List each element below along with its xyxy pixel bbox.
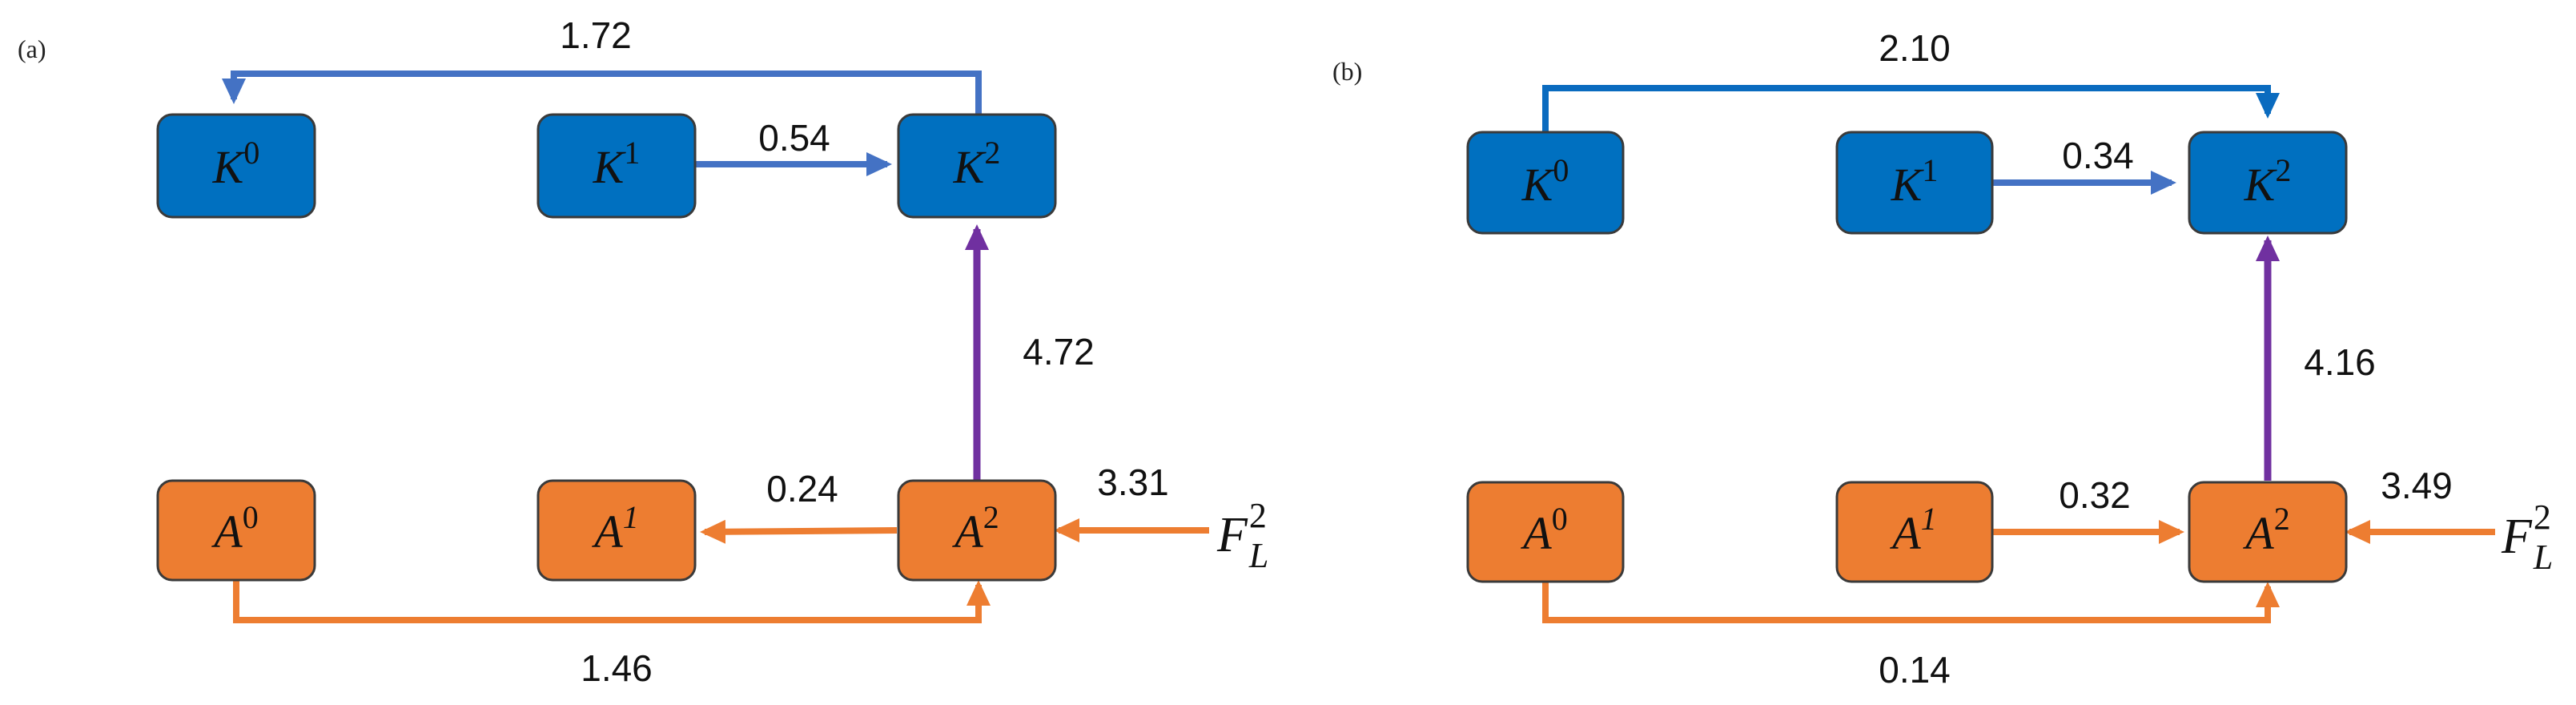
svg-text:A2: A2 (2242, 501, 2289, 559)
svg-text:K2: K2 (953, 135, 1001, 193)
node-a-k0: K0 (156, 113, 316, 219)
edge-a-a0-to-a2 (233, 578, 991, 623)
edge-label-b-a2-k2: 4.16 (2304, 341, 2376, 383)
edge-label-a-ext: 3.31 (1097, 461, 1169, 503)
svg-text:K1: K1 (593, 135, 641, 193)
edge-label-b-middle: 0.32 (2059, 474, 2131, 516)
node-b-k0: K0 (1466, 131, 1625, 235)
svg-text:K1: K1 (1891, 152, 1939, 211)
svg-text:K0: K0 (212, 135, 260, 193)
svg-text:A1: A1 (591, 499, 638, 558)
node-b-k1: K1 (1835, 131, 1994, 235)
edge-a-k2-to-k0 (222, 70, 982, 132)
node-b-a0: A0 (1466, 481, 1625, 583)
node-a-k2: K2 (897, 113, 1057, 219)
svg-text:K2: K2 (2244, 152, 2292, 211)
edge-label-b-bottom: 0.14 (1879, 649, 1951, 691)
svg-text:K0: K0 (1521, 152, 1569, 211)
panel-b-label: (b) (1332, 57, 1362, 86)
node-b-k2: K2 (2188, 131, 2348, 235)
svg-text:A2: A2 (951, 499, 999, 558)
edge-label-b-k1-k2: 0.34 (2062, 135, 2134, 176)
edge-label-b-top: 2.10 (1879, 27, 1951, 69)
svg-text:A0: A0 (211, 499, 258, 558)
node-b-a1: A1 (1835, 481, 1994, 583)
edge-label-b-ext: 3.49 (2381, 465, 2453, 506)
svg-text:A0: A0 (1520, 501, 1567, 559)
node-a-k1: K1 (536, 113, 697, 219)
edge-label-a-a2-k2: 4.72 (1023, 331, 1095, 373)
edge-label-a-k1-k2: 0.54 (758, 117, 830, 159)
edge-label-a-bottom: 1.46 (581, 647, 653, 689)
panel-b: (b) K0 K1 K2 A0 A1 A2 (1332, 27, 2553, 691)
svg-text:A1: A1 (1889, 501, 1936, 559)
edge-b-a0-to-a2 (1542, 580, 2280, 623)
node-a-a2: A2 (897, 479, 1057, 582)
edge-label-a-top: 1.72 (560, 14, 632, 56)
panel-a: (a) K0 K1 K2 A0 A1 A2 (18, 14, 1268, 689)
node-a-a1: A1 (536, 479, 697, 582)
edge-a-a2-to-a1 (700, 519, 898, 544)
edge-label-a-middle: 0.24 (766, 468, 838, 510)
panel-a-label: (a) (18, 34, 46, 63)
node-a-a0: A0 (156, 479, 316, 582)
edge-b-k0-to-k2 (1542, 85, 2280, 132)
node-b-a2: A2 (2188, 481, 2348, 583)
